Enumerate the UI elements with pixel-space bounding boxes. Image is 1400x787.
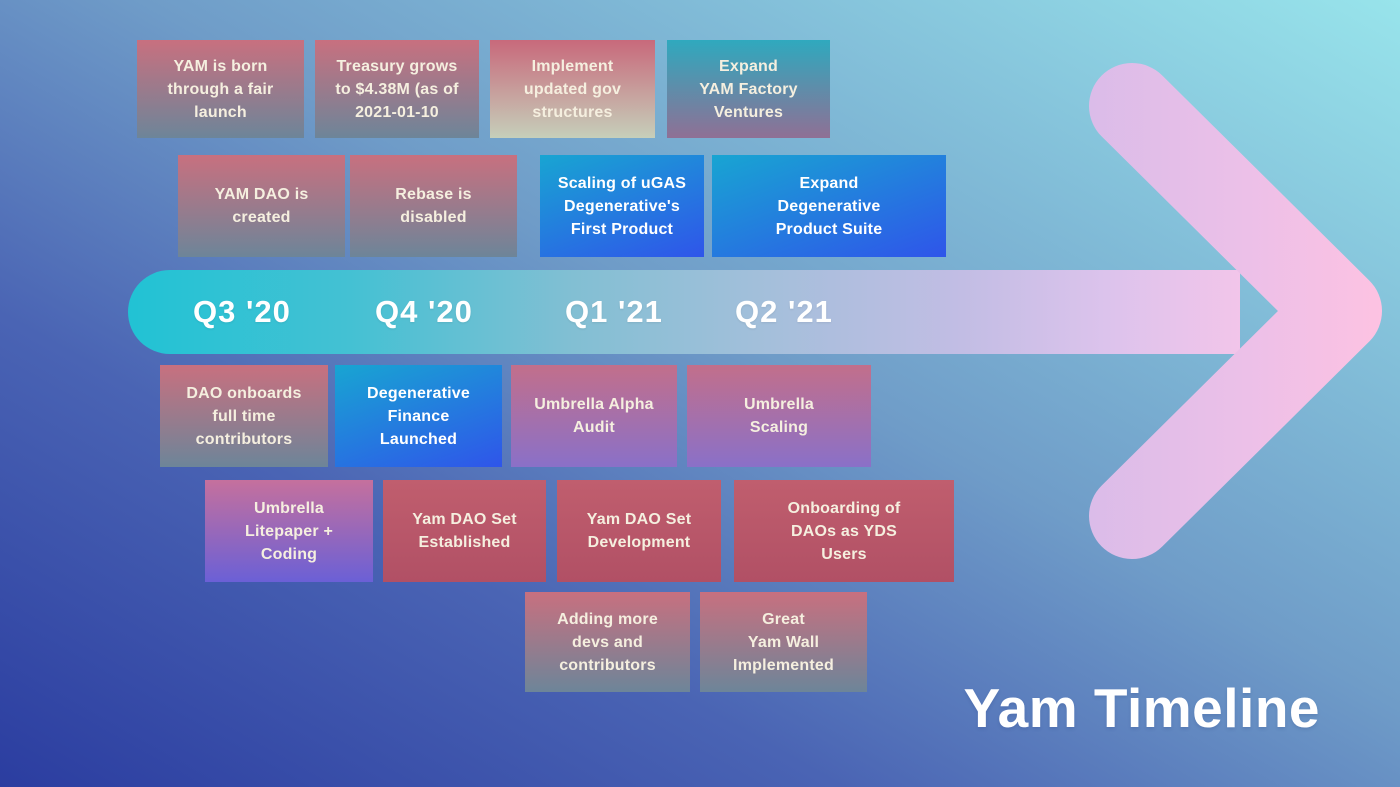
milestone-card-great-yam-wall: Great Yam Wall Implemented	[700, 592, 867, 692]
milestone-card-treasury-grows: Treasury grows to $4.38M (as of 2021-01-…	[315, 40, 479, 138]
milestone-card-gov-structures: Implement updated gov structures	[490, 40, 655, 138]
milestone-card-more-devs: Adding more devs and contributors	[525, 592, 690, 692]
quarter-label-q3-20: Q3 '20	[193, 294, 291, 329]
milestone-card-rebase-disabled: Rebase is disabled	[350, 155, 517, 257]
milestone-card-degen-launched: Degenerative Finance Launched	[335, 365, 502, 467]
quarter-label-q1-21: Q1 '21	[565, 294, 663, 329]
milestone-card-yds-development: Yam DAO Set Development	[557, 480, 721, 582]
milestone-card-umbrella-litepaper: Umbrella Litepaper + Coding	[205, 480, 373, 582]
milestone-card-product-suite: Expand Degenerative Product Suite	[712, 155, 946, 257]
page-title: Yam Timeline	[963, 677, 1320, 739]
milestone-card-yam-factory: Expand YAM Factory Ventures	[667, 40, 830, 138]
arrow-head	[1089, 63, 1382, 559]
milestone-card-umbrella-audit: Umbrella Alpha Audit	[511, 365, 677, 467]
milestone-card-dao-onboards: DAO onboards full time contributors	[160, 365, 328, 467]
milestone-card-umbrella-scaling: Umbrella Scaling	[687, 365, 871, 467]
quarter-label-q2-21: Q2 '21	[735, 294, 833, 329]
milestone-card-yds-onboarding: Onboarding of DAOs as YDS Users	[734, 480, 954, 582]
milestone-card-yam-dao-created: YAM DAO is created	[178, 155, 345, 257]
milestone-card-yam-born: YAM is born through a fair launch	[137, 40, 304, 138]
milestone-card-yds-established: Yam DAO Set Established	[383, 480, 546, 582]
arrow-shaft	[128, 270, 1240, 354]
milestone-card-ugas-scaling: Scaling of uGAS Degenerative's First Pro…	[540, 155, 704, 257]
quarter-label-q4-20: Q4 '20	[375, 294, 473, 329]
